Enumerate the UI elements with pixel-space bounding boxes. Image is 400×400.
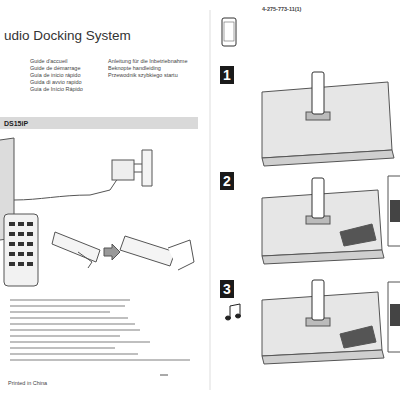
node-text: 3	[223, 281, 231, 297]
hand	[168, 240, 194, 270]
iphone-icon	[222, 18, 236, 46]
plug-pins	[134, 164, 142, 172]
dock-speaker	[262, 72, 394, 166]
page-fold	[210, 10, 211, 390]
ac-adapter	[112, 160, 134, 180]
remote-end	[52, 232, 100, 262]
power-cable	[14, 178, 118, 200]
music-notes	[226, 304, 241, 320]
node-text: 2	[223, 173, 231, 189]
guide-name: Guía de inicio rápido	[30, 72, 80, 78]
insulation-tab	[78, 252, 92, 268]
guide-name: Guida di avvio rapido	[30, 79, 82, 85]
guide-name: Przewodnik szybkiego startu	[108, 72, 178, 78]
node-text: 1	[223, 67, 231, 83]
model-band: DS15iP	[0, 117, 198, 129]
guide-name: Guia de Início Rápido	[30, 86, 83, 92]
step-number: 2	[220, 172, 234, 190]
guide-name: Guide de démarrage	[30, 65, 80, 71]
dock-speaker	[262, 176, 400, 264]
print-note: Printed in China	[8, 380, 47, 386]
text-lines	[10, 300, 190, 360]
guide-name: Anleitung für die Inbetriebnahme	[108, 58, 188, 64]
step-number: 1	[220, 66, 234, 84]
remote-buttons	[9, 222, 33, 266]
guide-name: Beknopte handleiding	[108, 65, 161, 71]
wall-outlet	[142, 150, 152, 186]
step-number: 3	[220, 280, 234, 298]
rule	[160, 375, 168, 376]
guide-name: Guide d'accueil	[30, 58, 67, 64]
document-title: udio Docking System	[4, 28, 131, 43]
node-text: DS15iP	[4, 120, 28, 127]
remote-control	[4, 214, 38, 286]
part-number: 4-275-773-11(1)	[262, 6, 301, 12]
step-arrow	[104, 244, 120, 260]
dock-speaker	[262, 280, 400, 364]
remote-end	[120, 236, 175, 266]
